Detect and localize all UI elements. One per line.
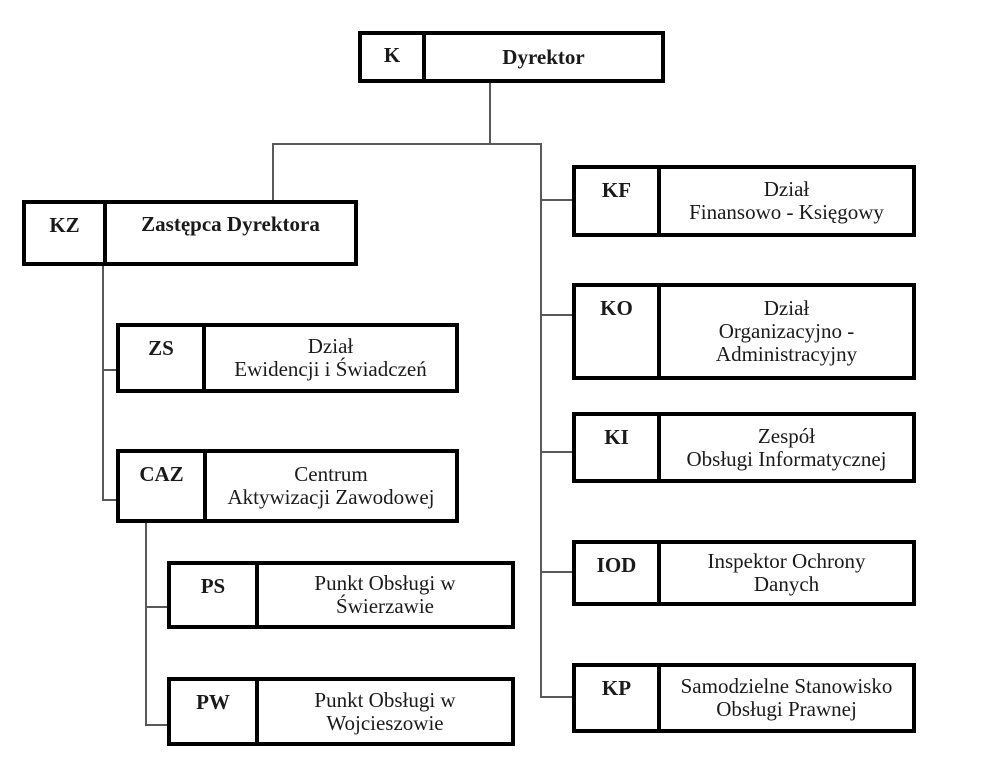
code-label: PW [196,690,230,714]
org-code-dzial-ewidencji: ZS [120,327,206,389]
org-code-stanowisko-obslugi-prawnej: KP [576,667,661,729]
org-box-zespol-obslugi-informatycznej: KI Zespół Obsługi Informatycznej [572,412,916,483]
code-label: KF [601,178,632,202]
org-label-punkt-swierzawa: Punkt Obsługi w Świerzawie [314,571,456,618]
org-label-centrum-aktywizacji: Centrum Aktywizacji Zawodowej [227,462,435,509]
org-label-inspektor-ochrony-danych: Inspektor Ochrony Danych [707,549,866,596]
connector-right-spine [540,143,542,698]
connector-caz-spine [145,519,147,726]
org-label-zastepca-dyrektora: Zastępca Dyrektora [141,212,320,236]
connector-stub-ki [540,451,573,453]
org-code-dyrektor: K [362,35,426,79]
code-label: KO [600,296,633,320]
org-label-dyrektor: Dyrektor [502,44,585,69]
org-code-punkt-swierzawa: PS [171,565,259,625]
org-box-dzial-ewidencji: ZS Dział Ewidencji i Świadczeń [116,323,459,393]
org-label-dzial-finansowo-ksiegowy: Dział Finansowo - Księgowy [689,177,884,224]
org-box-zastepca-dyrektora: KZ Zastępca Dyrektora [22,200,358,266]
code-label: ZS [148,336,174,360]
org-box-dzial-finansowo-ksiegowy: KF Dział Finansowo - Księgowy [572,165,916,237]
org-box-dzial-organizacyjno-administracyjny: KO Dział Organizacyjno - Administracyjny [572,283,916,380]
connector-stub-kf [540,199,573,201]
connector-stub-ps [145,606,169,608]
org-box-stanowisko-obslugi-prawnej: KP Samodzielne Stanowisko Obsługi Prawne… [572,663,916,733]
connector-dyrektor-down [489,83,491,143]
org-code-zespol-obslugi-informatycznej: KI [576,416,661,479]
org-box-punkt-swierzawa: PS Punkt Obsługi w Świerzawie [167,561,515,629]
connector-main-horizontal [272,143,542,145]
connector-stub-pw [145,724,169,726]
connector-stub-kp [540,696,573,698]
code-label: CAZ [139,462,184,486]
org-label-punkt-wojcieszow: Punkt Obsługi w Wojcieszowie [314,687,456,735]
org-label-dzial-organizacyjno-administracyjny: Dział Organizacyjno - Administracyjny [715,296,858,366]
org-code-dzial-finansowo-ksiegowy: KF [576,169,661,233]
connector-kz-spine [102,264,104,501]
connector-to-kz [272,143,274,201]
code-label: KI [604,425,629,449]
code-label: PS [200,574,226,598]
org-code-dzial-organizacyjno-administracyjny: KO [576,287,661,376]
org-code-zastepca-dyrektora: KZ [26,204,107,262]
code-label: K [383,43,401,67]
code-label: KZ [49,213,80,237]
connector-stub-iod [540,571,573,573]
org-box-centrum-aktywizacji: CAZ Centrum Aktywizacji Zawodowej [116,449,459,523]
org-label-dzial-ewidencji: Dział Ewidencji i Świadczeń [234,334,427,381]
org-box-inspektor-ochrony-danych: IOD Inspektor Ochrony Danych [572,540,916,606]
org-code-punkt-wojcieszow: PW [171,681,259,742]
connector-stub-caz [102,499,118,501]
code-label: IOD [596,553,637,577]
code-label: KP [601,676,632,700]
org-label-stanowisko-obslugi-prawnej: Samodzielne Stanowisko Obsługi Prawnej [680,674,893,721]
connector-stub-ko [540,314,573,316]
connector-stub-zs [102,369,118,371]
org-label-zespol-obslugi-informatycznej: Zespół Obsługi Informatycznej [686,423,887,471]
org-code-centrum-aktywizacji: CAZ [120,453,207,519]
org-box-dyrektor: K Dyrektor [358,31,665,83]
org-box-punkt-wojcieszow: PW Punkt Obsługi w Wojcieszowie [167,677,515,746]
org-code-inspektor-ochrony-danych: IOD [576,544,661,602]
